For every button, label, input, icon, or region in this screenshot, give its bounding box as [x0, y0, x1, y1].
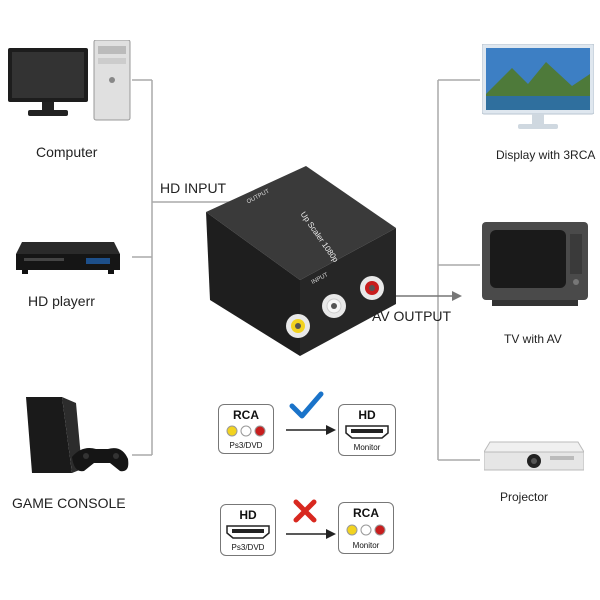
hd-input-label: HD INPUT — [160, 180, 227, 196]
av-output-label: AV OUTPUT — [372, 308, 452, 324]
crt-tv-device — [482, 222, 588, 306]
av-output-arrow — [392, 291, 462, 301]
rca-jack-white — [322, 294, 346, 318]
compat-1-arrow — [286, 425, 336, 435]
crt-tv-icon — [482, 222, 588, 306]
rca-plugs-icon — [346, 524, 386, 536]
projector-icon — [483, 441, 585, 471]
compat-1-check-icon — [289, 391, 324, 419]
game-console-device — [22, 393, 132, 475]
hd-player-icon — [16, 242, 120, 274]
display-icon — [481, 43, 595, 129]
device-label-game-console: GAME CONSOLE — [12, 495, 126, 511]
compat-1-source-badge: RCA Ps3/DVD — [218, 404, 274, 454]
compat-2-cross-icon — [293, 499, 317, 523]
compat-2-target-badge: RCA Monitor — [338, 502, 394, 554]
rca-plugs-icon — [226, 425, 266, 437]
projector-device — [483, 436, 585, 476]
compat-1-target-badge: HD Monitor — [338, 404, 396, 456]
game-console-icon — [26, 397, 129, 473]
computer-icon — [8, 39, 131, 121]
compat-2-source-badge: HD Ps3/DVD — [220, 504, 276, 556]
compat-2-arrow — [286, 529, 336, 539]
device-label-tv: TV with AV — [504, 332, 562, 346]
device-label-projector: Projector — [500, 490, 549, 504]
device-label-computer: Computer — [36, 144, 98, 160]
device-label-display: Display with 3RCA — [496, 148, 596, 162]
rca-jack-yellow — [286, 314, 310, 338]
computer-device — [8, 39, 132, 122]
hdmi-port-icon — [345, 425, 389, 439]
display-device — [481, 43, 595, 132]
hdmi-port-icon — [226, 525, 270, 539]
hd-player-device — [16, 236, 120, 276]
device-label-hd-player: HD playerr — [28, 293, 95, 309]
converter-box: OUTPUT Up Scaler 1080p INPUT — [196, 160, 400, 360]
rca-jack-red — [360, 276, 384, 300]
